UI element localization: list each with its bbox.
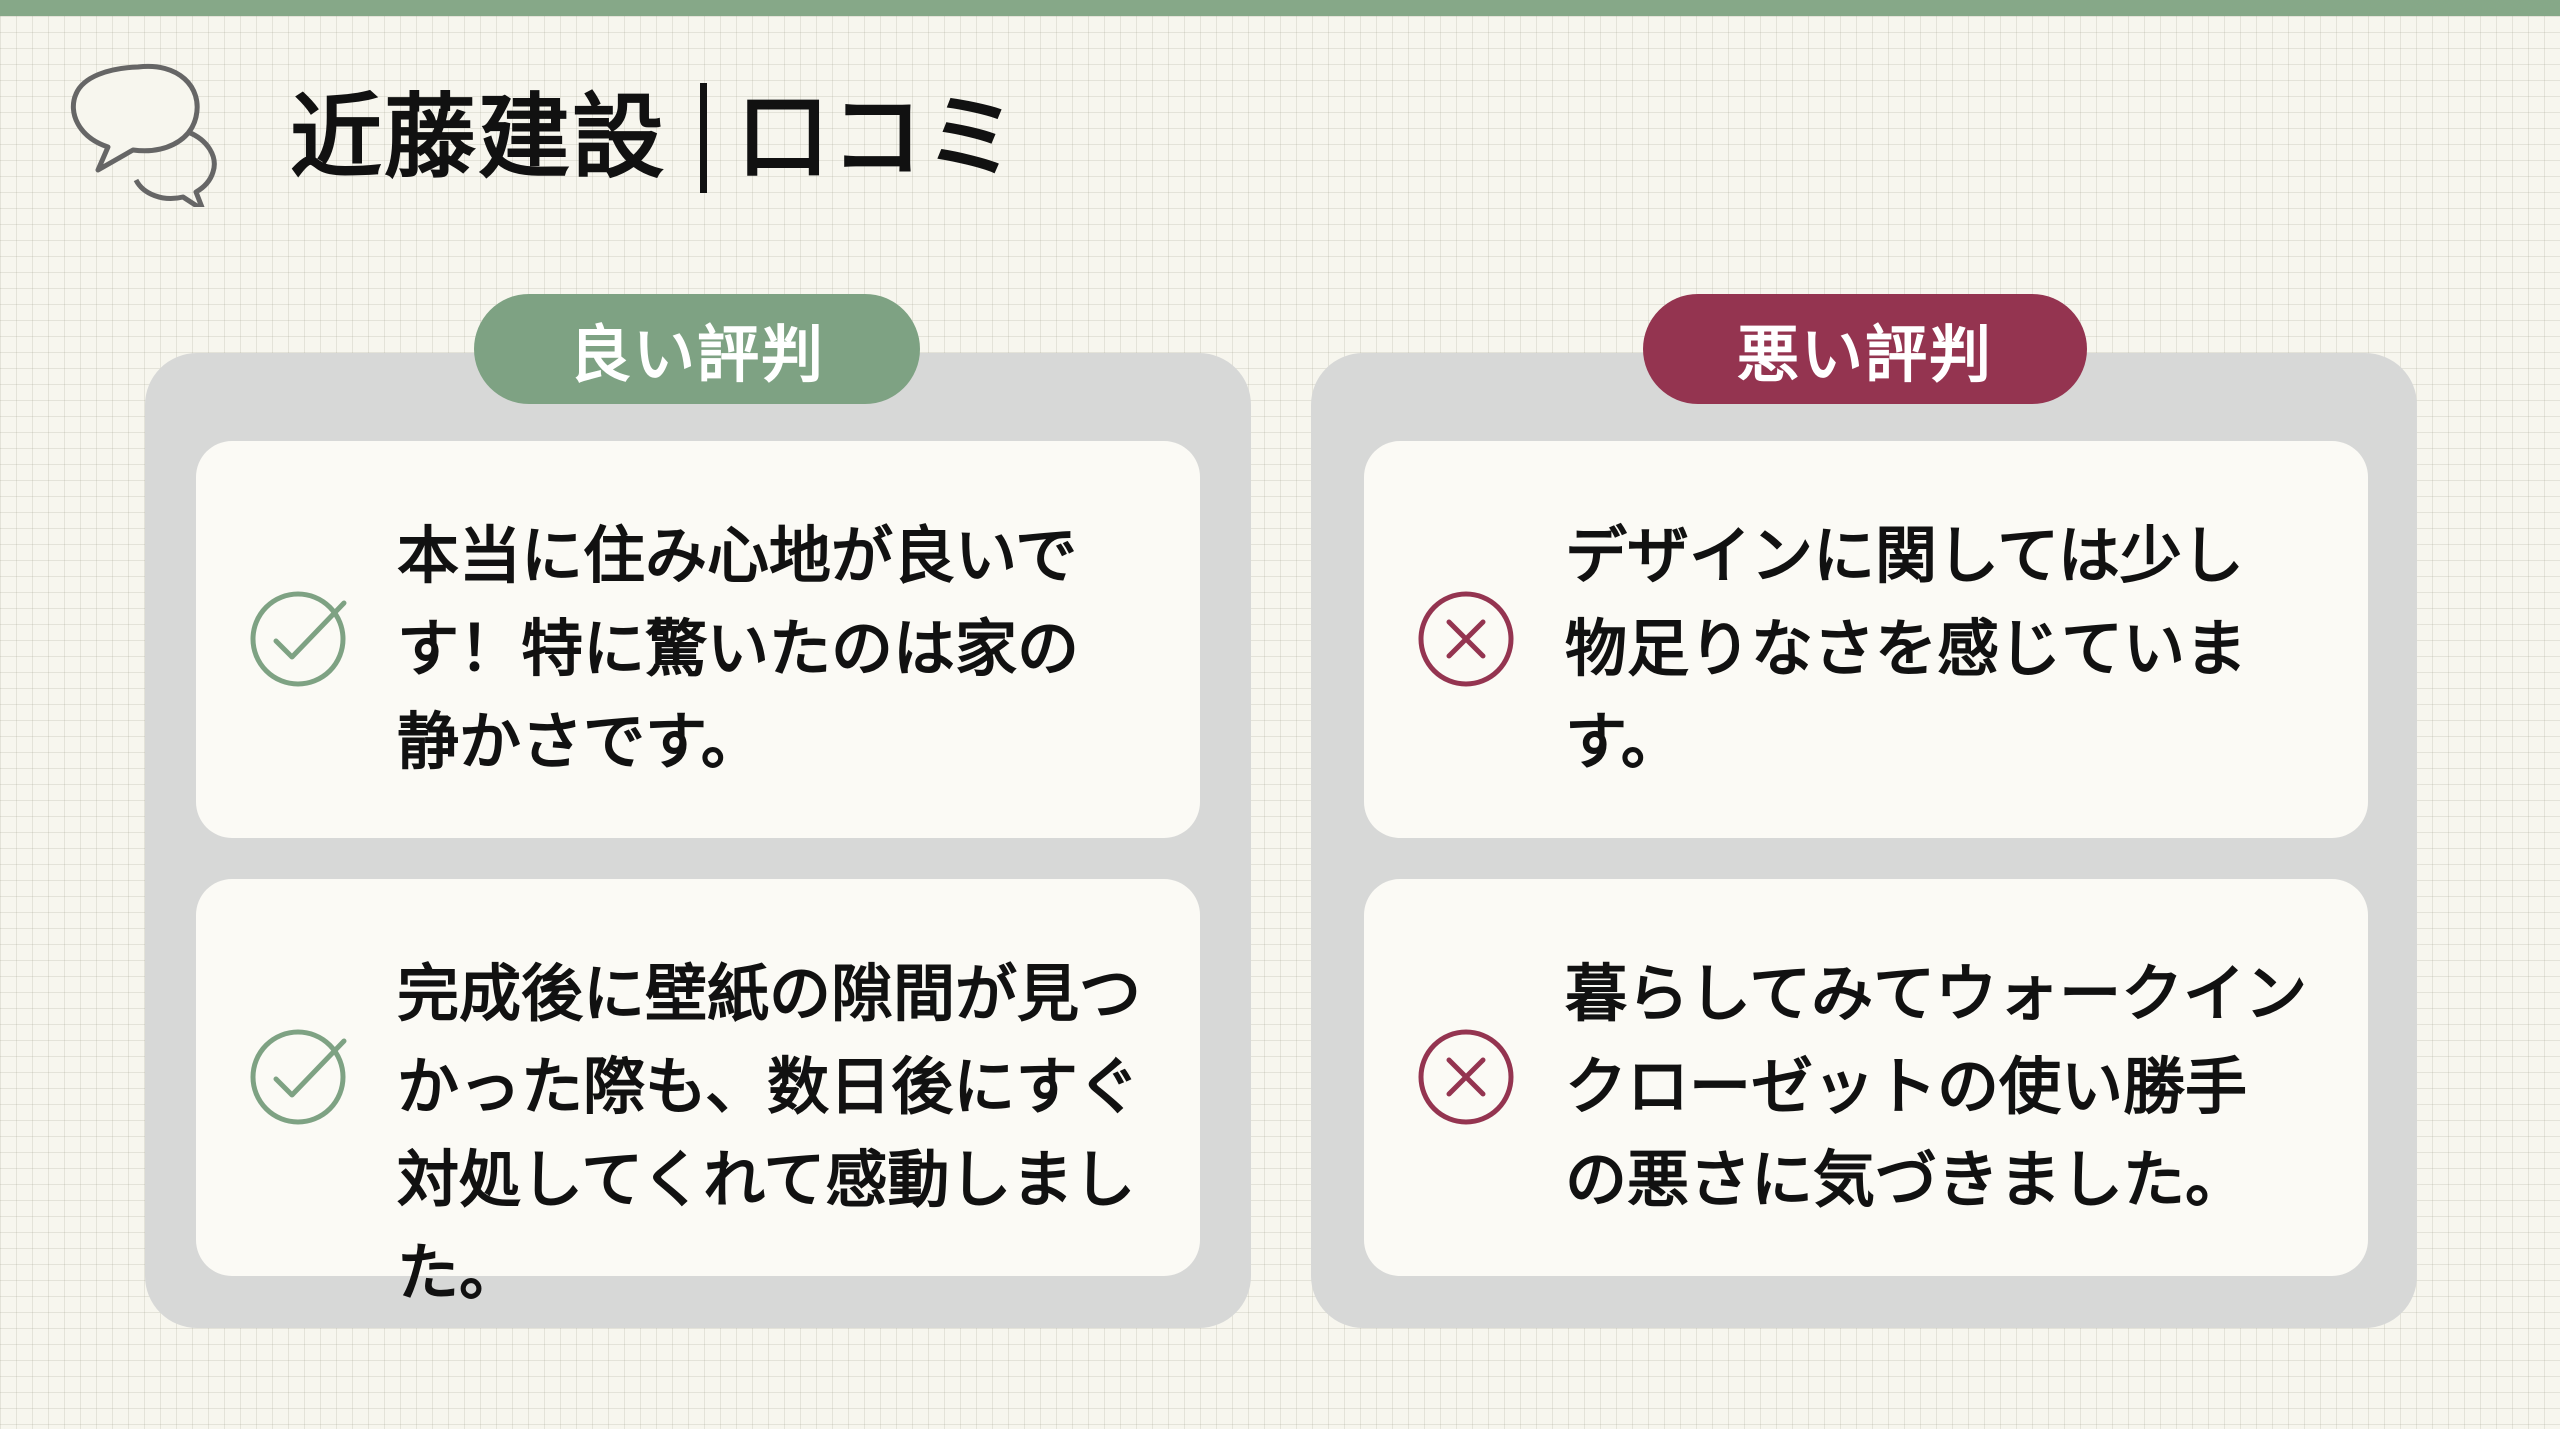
review-text: 完成後に壁紙の隙間が見つ かった際も、数日後にすぐ 対処してくれて感動しまし た… bbox=[397, 947, 1141, 1319]
review-line: 本当に住み心地が良いで bbox=[397, 519, 1078, 592]
page-title: 近藤建設口コミ bbox=[290, 78, 1019, 199]
review-line: 対処してくれて感動しまし bbox=[397, 1143, 1136, 1216]
chat-bubbles-icon bbox=[70, 63, 217, 207]
review-line: かった際も、数日後にすぐ bbox=[397, 1050, 1140, 1123]
section-name: 口コミ bbox=[737, 84, 1020, 191]
check-circle-icon bbox=[250, 1029, 347, 1125]
review-line: 静かさです。 bbox=[397, 705, 763, 778]
review-line: の悪さに気づきました。 bbox=[1565, 1143, 2248, 1216]
review-line: 暮らしてみてウォークイン bbox=[1565, 957, 2308, 1030]
bad-review-card: 暮らしてみてウォークイン クローゼットの使い勝手 の悪さに気づきました。 bbox=[1364, 879, 2368, 1276]
check-circle-icon bbox=[250, 591, 347, 687]
good-reviews-label: 良い評判 bbox=[474, 294, 920, 404]
review-line: 完成後に壁紙の隙間が見つ bbox=[397, 957, 1142, 1030]
x-circle-icon bbox=[1418, 1029, 1514, 1125]
review-text: デザインに関しては少し 物足りなさを感じていま す。 bbox=[1565, 509, 2247, 788]
review-line: クローゼットの使い勝手 bbox=[1565, 1050, 2248, 1123]
x-circle-icon bbox=[1418, 591, 1514, 687]
review-line: す！特に驚いたのは家の bbox=[397, 612, 1080, 685]
review-line: デザインに関しては少し bbox=[1565, 519, 2244, 592]
good-review-card: 本当に住み心地が良いで す！特に驚いたのは家の 静かさです。 bbox=[196, 441, 1200, 838]
review-line: す。 bbox=[1565, 705, 1683, 778]
accent-bar bbox=[0, 0, 2560, 16]
bad-review-card: デザインに関しては少し 物足りなさを感じていま す。 bbox=[1364, 441, 2368, 838]
good-review-card: 完成後に壁紙の隙間が見つ かった際も、数日後にすぐ 対処してくれて感動しまし た… bbox=[196, 879, 1200, 1309]
bad-reviews-label: 悪い評判 bbox=[1643, 294, 2087, 404]
review-line: た。 bbox=[397, 1236, 522, 1309]
review-line: 物足りなさを感じていま bbox=[1565, 612, 2248, 685]
review-text: 暮らしてみてウォークイン クローゼットの使い勝手 の悪さに気づきました。 bbox=[1565, 947, 2307, 1226]
company-name: 近藤建設 bbox=[290, 84, 667, 191]
review-text: 本当に住み心地が良いで す！特に驚いたのは家の 静かさです。 bbox=[397, 509, 1079, 788]
title-divider bbox=[700, 82, 708, 193]
